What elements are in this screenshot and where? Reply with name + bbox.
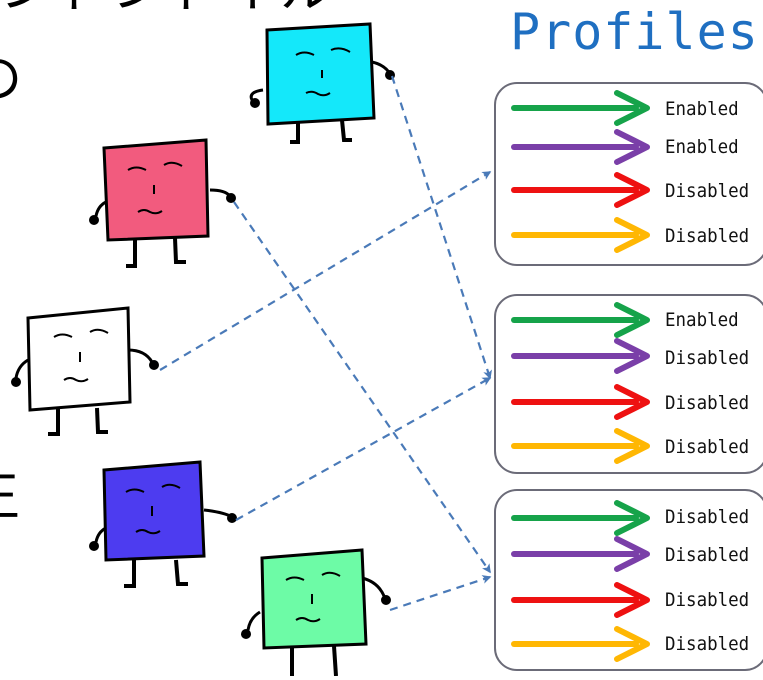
character-white xyxy=(11,306,159,436)
profile-2-status-yellow: Disabled xyxy=(665,436,750,458)
character-pink xyxy=(89,138,236,268)
profile-panel-2 xyxy=(494,294,763,474)
profile-3-status-purple: Disabled xyxy=(665,544,750,566)
character-cyan xyxy=(249,22,395,144)
profile-1-status-green: Enabled xyxy=(665,98,739,120)
connector-cyan-to-profile-2 xyxy=(390,75,492,380)
clipped-top-text: ンドンドイル xyxy=(0,0,336,18)
character-green xyxy=(241,548,391,677)
profile-3-status-red: Disabled xyxy=(665,589,750,611)
arrow-purple-profile-1 xyxy=(511,129,650,165)
profile-panel-3 xyxy=(494,489,763,671)
profile-1-status-red: Disabled xyxy=(665,180,750,202)
assignment-connectors xyxy=(159,75,492,612)
profile-panel-1 xyxy=(494,82,763,266)
profile-3-status-yellow: Disabled xyxy=(665,633,750,655)
arrow-green-profile-1 xyxy=(511,90,650,126)
arrow-green-profile-3 xyxy=(511,500,650,536)
profile-2-status-green: Enabled xyxy=(665,309,739,331)
clipped-left-text-1: の xyxy=(0,52,22,108)
clipped-left-text-2: 王 xyxy=(0,470,20,526)
character-blue xyxy=(89,460,237,588)
arrow-yellow-profile-3 xyxy=(511,626,650,662)
profile-2-status-purple: Disabled xyxy=(665,347,750,369)
profile-arrows xyxy=(511,90,650,662)
arrow-yellow-profile-2 xyxy=(511,428,650,464)
arrow-red-profile-3 xyxy=(511,582,650,618)
arrow-yellow-profile-1 xyxy=(511,217,650,253)
profile-1-status-yellow: Disabled xyxy=(665,225,750,247)
arrow-green-profile-2 xyxy=(511,302,650,338)
connector-pink-to-profile-3 xyxy=(233,201,491,574)
connector-blue-to-profile-2 xyxy=(235,377,492,521)
arrow-red-profile-2 xyxy=(511,384,650,420)
arrow-purple-profile-3 xyxy=(511,536,650,572)
arrow-red-profile-1 xyxy=(511,172,650,208)
profile-3-status-green: Disabled xyxy=(665,506,750,528)
profiles-title: Profiles xyxy=(510,3,759,61)
arrow-purple-profile-2 xyxy=(511,338,650,374)
connector-green-to-profile-3 xyxy=(389,575,492,612)
profile-1-status-purple: Enabled xyxy=(665,136,739,158)
profile-2-status-red: Disabled xyxy=(665,392,750,414)
connector-white-to-profile-1 xyxy=(159,171,492,371)
